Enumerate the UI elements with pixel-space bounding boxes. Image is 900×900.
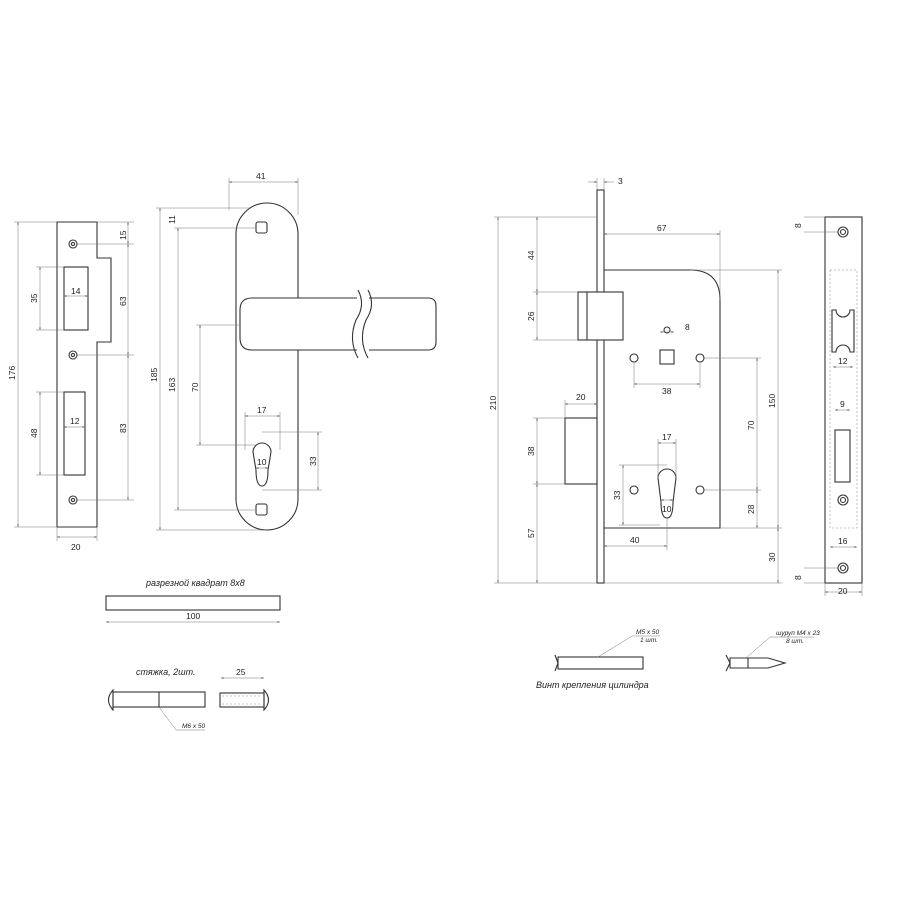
mount-hole xyxy=(629,353,639,363)
dim-10: 10 xyxy=(662,504,672,514)
dim-9: 9 xyxy=(840,399,845,409)
dim-17: 17 xyxy=(662,432,672,442)
dim-163: 163 xyxy=(167,378,177,392)
dim-11: 11 xyxy=(167,215,177,224)
latch-opening xyxy=(831,309,855,353)
dim-40: 40 xyxy=(630,535,640,545)
wood-screw-body xyxy=(729,657,787,669)
faceplate-outline xyxy=(824,216,863,584)
dim-176: 176 xyxy=(7,366,17,380)
dim-30: 30 xyxy=(767,552,777,562)
spindle-hole xyxy=(659,349,675,365)
handle-escutcheon xyxy=(235,202,299,531)
dim-83: 83 xyxy=(118,423,128,433)
dim-12: 12 xyxy=(838,356,848,366)
dim-14: 14 xyxy=(71,286,81,296)
dim-20: 20 xyxy=(838,586,848,596)
lock-faceplate-front-view: 12 9 16 8 8 20 xyxy=(793,216,863,596)
cylinder-screw-qty: 1 шт. xyxy=(640,637,658,644)
dead-bolt xyxy=(564,417,598,485)
mount-hole xyxy=(695,353,705,363)
mount-hole xyxy=(695,485,705,495)
mount-hole xyxy=(663,326,671,334)
break-line xyxy=(351,289,373,359)
strike-plate-outline xyxy=(56,221,112,528)
dim-10: 10 xyxy=(257,457,267,467)
cylinder-screw: M5 x 50 1 шт. Винт крепления цилиндра xyxy=(536,629,660,690)
bolt-opening xyxy=(834,429,851,483)
bolt-sleeve xyxy=(219,692,265,708)
dim-38: 38 xyxy=(526,446,536,456)
cylinder-screw-caption: Винт крепления цилиндра xyxy=(536,680,649,690)
wood-screw-spec: шуруп M4 x 23 xyxy=(776,630,820,637)
bolts-caption: стяжка, 2шт. xyxy=(136,667,196,677)
connecting-bolts: стяжка, 2шт. 25 M6 x 50 xyxy=(107,667,270,731)
dim-33: 33 xyxy=(612,490,622,500)
dim-70: 70 xyxy=(190,382,200,392)
dim-28: 28 xyxy=(746,504,756,514)
bolt-slot xyxy=(63,391,86,476)
dim-8: 8 xyxy=(685,322,690,332)
dim-185: 185 xyxy=(149,368,159,382)
strike-plate: 176 35 14 48 12 15 63 83 20 xyxy=(7,221,134,552)
dim-20: 20 xyxy=(71,542,81,552)
dim-12: 12 xyxy=(70,416,80,426)
dim-48: 48 xyxy=(29,428,39,438)
dim-8-bottom: 8 xyxy=(793,575,803,580)
square-hole xyxy=(255,221,268,234)
cylinder-screw-shank xyxy=(557,656,644,670)
square-hole xyxy=(255,503,268,516)
cylinder-cutout xyxy=(657,468,677,519)
dim-63: 63 xyxy=(118,296,128,306)
screw-hole-icon xyxy=(837,494,849,506)
screw-hole-icon xyxy=(68,350,78,360)
dim-210: 210 xyxy=(488,396,498,410)
dim-20: 20 xyxy=(576,392,586,402)
dim-44: 44 xyxy=(526,250,536,260)
screw-hole-icon xyxy=(837,562,849,574)
dim-8-top: 8 xyxy=(793,223,803,228)
door-handle: 41 185 163 11 70 17 10 33 xyxy=(149,171,437,531)
dim-3: 3 xyxy=(618,176,623,186)
dim-57: 57 xyxy=(526,528,536,538)
dim-16: 16 xyxy=(838,536,848,546)
screw-hole-icon xyxy=(68,495,78,505)
mortise-lock-body: 3 67 210 44 26 20 38 57 8 38 17 70 28 15… xyxy=(488,176,782,584)
mount-hole xyxy=(629,485,639,495)
dim-67: 67 xyxy=(657,223,667,233)
screw-hole-icon xyxy=(68,239,78,249)
cylinder-cutout xyxy=(252,442,272,487)
dim-35: 35 xyxy=(29,293,39,303)
dim-15: 15 xyxy=(118,230,128,240)
spindle-bar xyxy=(105,595,281,611)
spindle-square: разрезной квадрат 8x8 100 xyxy=(105,578,281,623)
spindle-caption: разрезной квадрат 8x8 xyxy=(145,578,245,588)
dim-41: 41 xyxy=(256,171,266,181)
dim-33: 33 xyxy=(308,456,318,466)
dim-70: 70 xyxy=(746,420,756,430)
handle-lever xyxy=(239,297,437,351)
lock-faceplate xyxy=(596,189,605,584)
bolt-head xyxy=(107,688,114,712)
latch-bolt xyxy=(577,291,624,341)
wood-screw-qty: 8 шт. xyxy=(786,638,804,645)
latch-slot xyxy=(63,266,89,331)
dim-25: 25 xyxy=(236,667,246,677)
screw-hole-icon xyxy=(837,226,849,238)
dim-100: 100 xyxy=(186,611,200,621)
dim-17: 17 xyxy=(257,405,267,415)
cylinder-screw-spec: M5 x 50 xyxy=(636,629,660,636)
bolt-spec: M6 x 50 xyxy=(182,723,206,730)
dim-150: 150 xyxy=(767,394,777,408)
wood-screw: шуруп M4 x 23 8 шт. xyxy=(725,630,820,672)
dim-26: 26 xyxy=(526,311,536,321)
dim-38: 38 xyxy=(662,386,672,396)
